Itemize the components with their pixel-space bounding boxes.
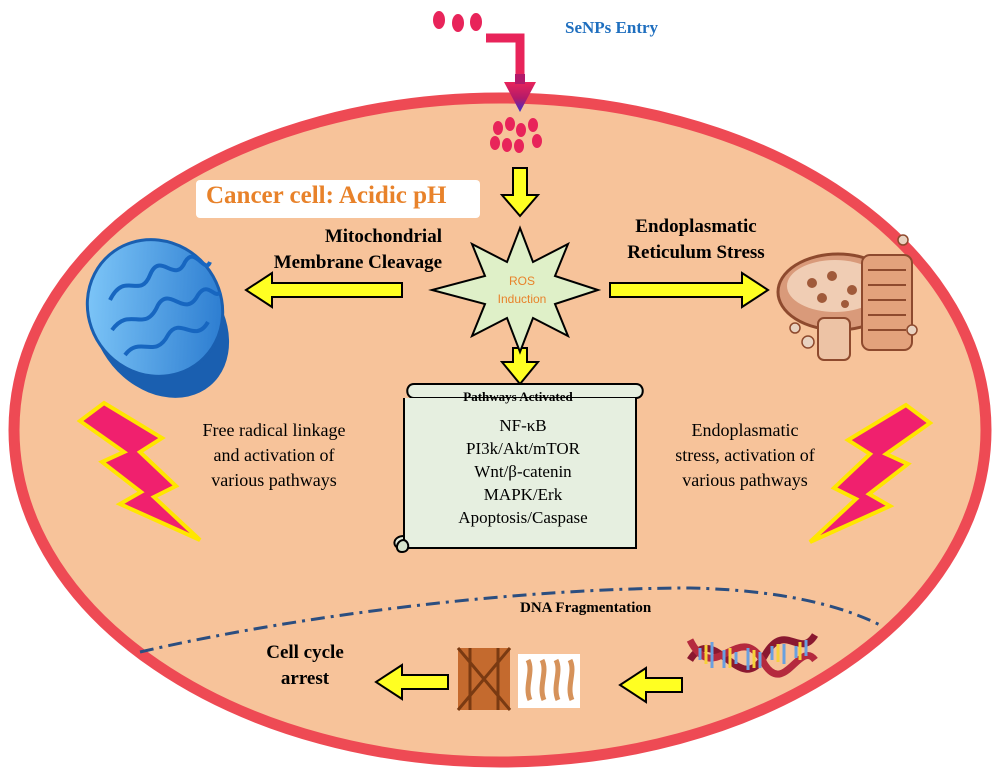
arrow-right-to-er: [609, 271, 770, 309]
pathway-item: NF-κB: [499, 416, 547, 435]
cancer-cell-label: Cancer cell: Acidic pH: [206, 182, 447, 209]
mito-label-line1: Mitochondrial: [324, 226, 442, 247]
scroll-icon: [393, 383, 644, 554]
right-desc-line1: Endoplasmatic: [691, 420, 799, 440]
right-desc-line2: stress, activation of: [675, 445, 815, 465]
nanoparticle-icon: [433, 11, 482, 32]
arrow-down-to-ros: [499, 167, 541, 218]
arrow-left-dna-to-fragments: [618, 666, 683, 704]
er-icon: [776, 234, 918, 361]
dna-fragmentation-label: DNA Fragmentation: [520, 600, 652, 616]
ros-starburst-icon: [428, 225, 602, 355]
pathway-item: Apoptosis/Caspase: [458, 508, 588, 527]
mitochondrial-membrane-label: Mitochondrial Membrane Cleavage: [222, 224, 442, 276]
cycle-label-line2: arrest: [280, 668, 330, 689]
ros-label-line2: Induction: [497, 292, 547, 306]
arrow-left-to-mitochondria: [244, 271, 403, 309]
pathways-title: Pathways Activated: [463, 389, 573, 404]
left-desc-line1: Free radical linkage: [202, 420, 346, 440]
chromatin-fragments-icon: [456, 647, 580, 711]
mito-label-line2: Membrane Cleavage: [273, 252, 442, 273]
lightning-icon: [808, 402, 934, 544]
right-desc-line3: various pathways: [682, 470, 808, 490]
pathways-list: NF-κB PI3k/Akt/mTOR Wnt/β-catenin MAPK/E…: [410, 414, 636, 529]
ros-label-line1: ROS: [508, 274, 535, 288]
left-desc-line2: and activation of: [213, 445, 335, 465]
free-radical-description: Free radical linkage and activation of v…: [164, 418, 384, 493]
nucleus-boundary: [139, 586, 881, 654]
dna-helix-icon: [686, 632, 818, 678]
pathway-item: PI3k/Akt/mTOR: [466, 439, 580, 458]
entry-arrow-icon: [486, 33, 536, 112]
pathway-item: Wnt/β-catenin: [474, 462, 572, 481]
left-desc-line3: various pathways: [211, 470, 337, 490]
mitochondria-icon: [85, 238, 230, 398]
lightning-icon: [76, 400, 202, 542]
ros-induction-label: ROS Induction: [482, 272, 562, 308]
er-label-line2: Reticulum Stress: [627, 242, 765, 263]
cell-cycle-arrest-label: Cell cycle arrest: [240, 640, 370, 692]
er-stress-label: Endoplasmatic Reticulum Stress: [596, 214, 796, 266]
arrow-down-to-pathways: [499, 347, 541, 386]
er-label-line1: Endoplasmatic: [635, 216, 757, 237]
cancer-cell-label-box: [196, 180, 480, 218]
cycle-label-line1: Cell cycle: [266, 642, 344, 663]
nanoparticle-icon: [490, 117, 542, 153]
senps-entry-label: SeNPs Entry: [565, 18, 659, 37]
er-stress-description: Endoplasmatic stress, activation of vari…: [640, 418, 850, 493]
pathway-item: MAPK/Erk: [483, 485, 563, 504]
arrow-left-to-cycle-arrest: [374, 663, 449, 701]
